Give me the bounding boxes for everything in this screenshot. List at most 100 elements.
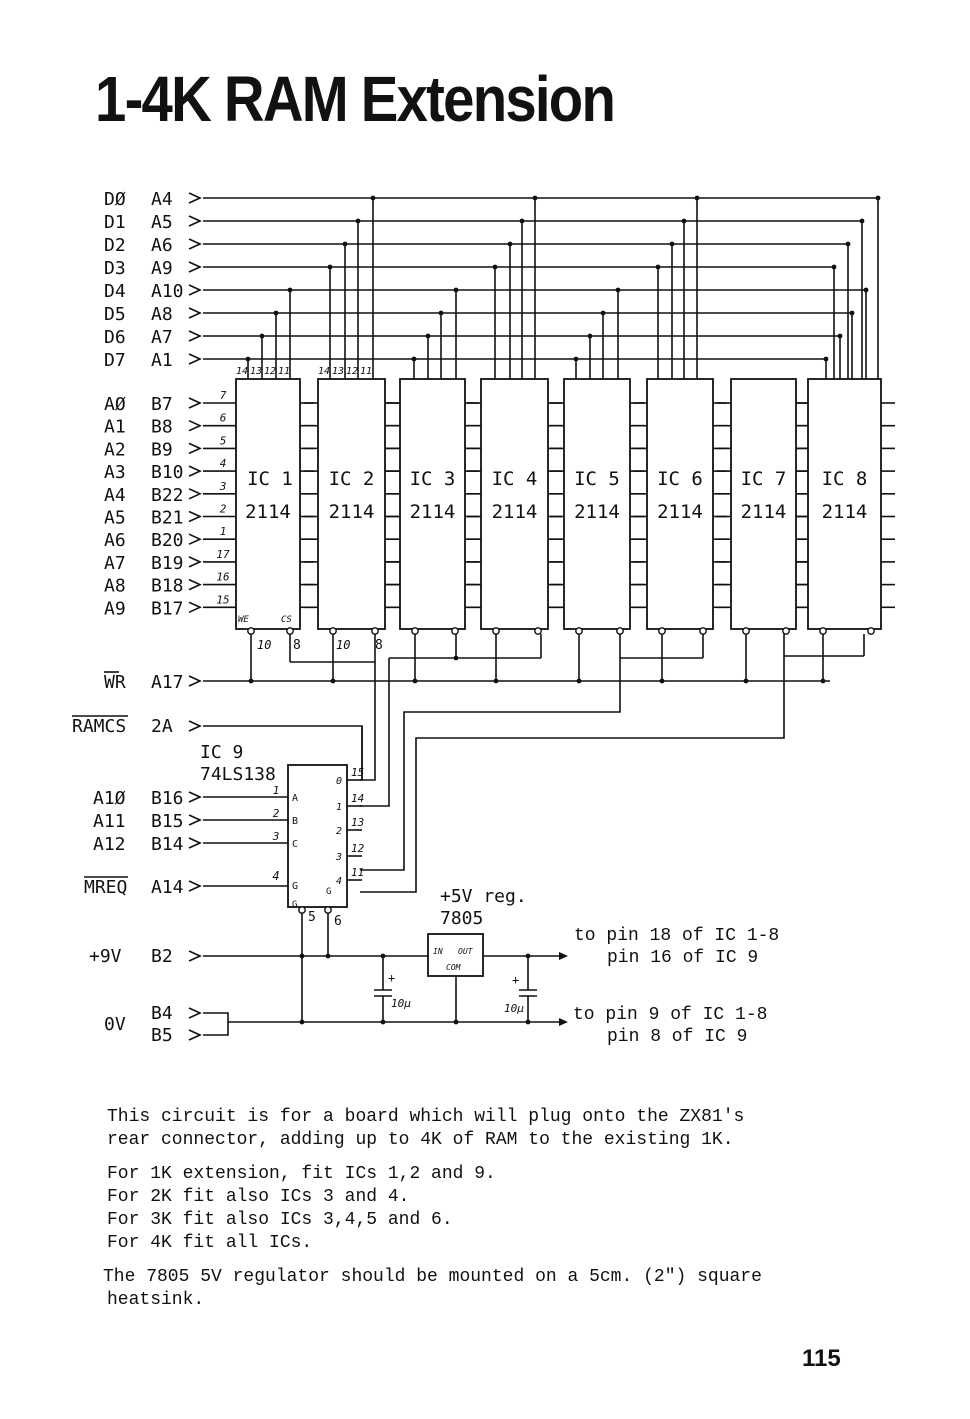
junction-dot [453, 287, 459, 293]
junction-dot [411, 356, 417, 362]
junction-dot [355, 218, 361, 224]
address-pin-label-5: B21 [151, 508, 184, 529]
supply-note-2: pin 16 of IC 9 [607, 948, 758, 968]
junction-dot [412, 678, 418, 684]
description-line-1: This circuit is for a board which will p… [107, 1107, 745, 1127]
cs-pin-number: 8 [293, 638, 301, 653]
fit-line-4: For 4K fit all ICs. [107, 1233, 313, 1253]
g-label-2: G [326, 887, 331, 897]
we-pin-label: WE [238, 615, 249, 625]
cap-output-plus: + [512, 973, 519, 987]
ram-chip-1 [235, 378, 301, 630]
regulator-7805 [427, 933, 484, 977]
data-signal-label-7: D7 [104, 350, 126, 371]
decoder-input-icpin-2: 3 [272, 830, 280, 843]
decoder-input-signal-1: A11 [93, 811, 126, 832]
decoder-output-icpin-1: 14 [351, 792, 364, 805]
cs-pin-number-2: 8 [375, 638, 383, 653]
junction-dot [259, 333, 265, 339]
decoder-input-pin-0: B16 [151, 788, 184, 809]
junction-dot [453, 655, 459, 661]
junction-dot [849, 310, 855, 316]
fit-line-2: For 2K fit also ICs 3 and 4. [107, 1187, 410, 1207]
junction-dot [519, 218, 525, 224]
g-label-1: G [292, 900, 297, 910]
junction-dot [859, 218, 865, 224]
decoder-input-pin-1: B15 [151, 811, 184, 832]
address-icpin-0: 7 [220, 389, 227, 402]
decoder-output-label-2: 2 [336, 826, 342, 837]
pin-ring [324, 906, 332, 914]
address-connector-1 [188, 419, 202, 432]
page-number: 115 [802, 1345, 841, 1372]
ram-chip-6 [646, 378, 714, 630]
page-title: 1-4K RAM Extension [95, 63, 616, 135]
junction-dot [820, 678, 826, 684]
mreq-signal-label: MREQ [84, 877, 127, 898]
junction-dot [845, 241, 851, 247]
junction-dot [837, 333, 843, 339]
data-signal-label-1: D1 [104, 212, 126, 233]
address-icpin-6: 1 [220, 525, 227, 538]
pin-ring [867, 627, 875, 635]
junction-dot [342, 241, 348, 247]
mreq-icpin: 4 [272, 869, 279, 883]
junction-dot [525, 1019, 531, 1025]
junction-dot [694, 195, 700, 201]
junction-dot [863, 287, 869, 293]
ic1-top-pin-3: 11 [278, 366, 290, 377]
junction-dot [273, 310, 279, 316]
junction-dot [245, 356, 251, 362]
plus9v-label: +9V [89, 946, 122, 967]
data-pin-label-2: A6 [151, 235, 173, 256]
reg-in-label: IN [433, 947, 443, 956]
address-signal-label-0: AØ [104, 394, 126, 415]
supply-arrow [559, 952, 568, 960]
wr-signal-label: WR [104, 672, 126, 693]
address-connector-7 [188, 556, 202, 568]
cap-output-value: 10µ [504, 1002, 524, 1015]
decoder-output-label-0: 0 [336, 776, 342, 787]
data-connector-5 [188, 307, 202, 319]
ram-chip-name-8: IC 8 [822, 468, 868, 490]
address-icpin-2: 5 [220, 434, 227, 447]
junction-dot [327, 264, 333, 270]
junction-dot [370, 195, 376, 201]
address-pin-label-8: B18 [151, 576, 184, 597]
address-connector-5 [188, 510, 202, 523]
junction-dot [287, 287, 293, 293]
junction-dot [831, 264, 837, 270]
reg-out-label: OUT [458, 947, 474, 956]
ram-chip-name-5: IC 5 [574, 468, 620, 490]
address-pin-label-7: B19 [151, 553, 184, 574]
ram-chip-part-2: 2114 [329, 501, 375, 523]
ground-note-2: pin 8 of IC 9 [607, 1027, 747, 1047]
decoder-name: IC 9 [200, 742, 243, 763]
data-signal-label-4: D4 [104, 281, 126, 302]
ram-chip-2 [317, 378, 386, 630]
junction-dot [438, 310, 444, 316]
data-pin-label-0: A4 [151, 189, 173, 210]
cap-input-value: 10µ [391, 997, 411, 1010]
pin-ring [616, 627, 624, 635]
ram-chip-7 [730, 378, 797, 630]
decoder-input-letter-2: C [292, 839, 298, 850]
address-connector-9 [188, 601, 202, 614]
address-pin-label-3: B10 [151, 462, 184, 483]
ic1-top-pin-2: 12 [264, 366, 276, 377]
ic1-top-pin-1: 13 [250, 366, 262, 377]
ram-chip-part-4: 2114 [492, 501, 538, 523]
decoder-input-signal-2: A12 [93, 834, 126, 855]
wr-connector [188, 675, 202, 687]
address-signal-label-1: A1 [104, 417, 126, 438]
address-icpin-9: 15 [216, 593, 229, 606]
ground-tie [203, 1012, 229, 1036]
data-signal-label-5: D5 [104, 304, 126, 325]
address-connector-2 [188, 442, 202, 455]
data-connector-1 [188, 215, 202, 227]
supply-note-1: to pin 18 of IC 1-8 [574, 926, 779, 946]
ram-chip-4 [480, 378, 549, 630]
ram-chip-5 [563, 378, 631, 630]
decoder-output-icpin-0: 15 [351, 766, 364, 779]
pin-ring [298, 906, 306, 914]
